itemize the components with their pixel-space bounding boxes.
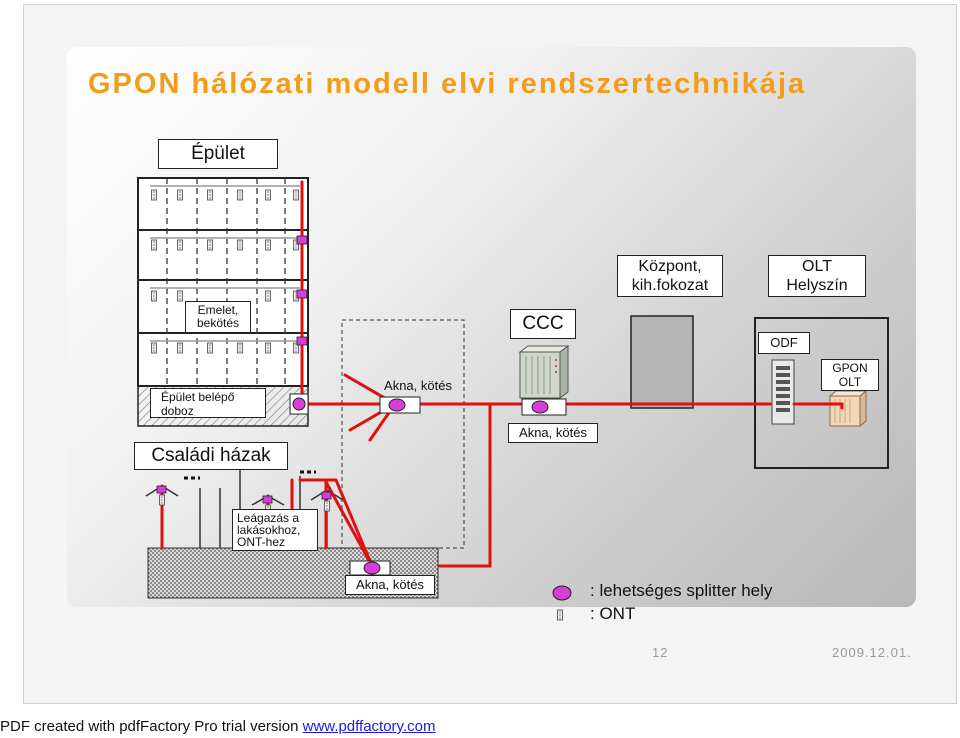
odf-label: ODF (758, 332, 810, 354)
central-office (630, 315, 694, 409)
manhole-label-1: Akna, kötés (384, 378, 452, 393)
building-label: Épület (158, 139, 278, 169)
branch-label: Leágazás a lakásokhoz, ONT-hez (232, 509, 318, 551)
fiber-lines (160, 180, 844, 568)
pdf-footer: PDF created with pdfFactory Pro trial ve… (0, 718, 435, 735)
legend-ont-label: : ONT (590, 604, 636, 623)
floor-label: Emelet, bekötés (185, 301, 251, 333)
manhole-label-3: Akna, kötés (345, 575, 435, 595)
manhole-label-2: Akna, kötés (508, 423, 598, 443)
legend-splitter-label: : lehetséges splitter hely (590, 581, 773, 600)
splitter-icon (156, 235, 572, 601)
entry-box-label: Épület belépő doboz (150, 388, 266, 418)
slide-title: GPON hálózati modell elvi rendszertechni… (88, 68, 807, 100)
olt-rack-icon (518, 345, 570, 399)
footer-text: PDF created with pdfFactory Pro trial ve… (0, 718, 303, 735)
olt-site-box (754, 317, 889, 469)
gpon-olt-rack (828, 389, 868, 428)
central-office-label: Központ, kih.fokozat (617, 255, 723, 297)
ccc-label: CCC (510, 309, 576, 339)
olt-site-label: OLT Helyszín (768, 255, 866, 297)
footer-link[interactable]: www.pdffactory.com (302, 718, 436, 735)
page-number: 12 (652, 645, 669, 660)
manhole-area (341, 319, 465, 549)
gpon-olt-label: GPON OLT (821, 359, 879, 391)
houses-label: Családi házak (134, 442, 288, 470)
slide-date: 2009.12.01. (832, 645, 912, 660)
odf-panel-icon (771, 359, 795, 425)
